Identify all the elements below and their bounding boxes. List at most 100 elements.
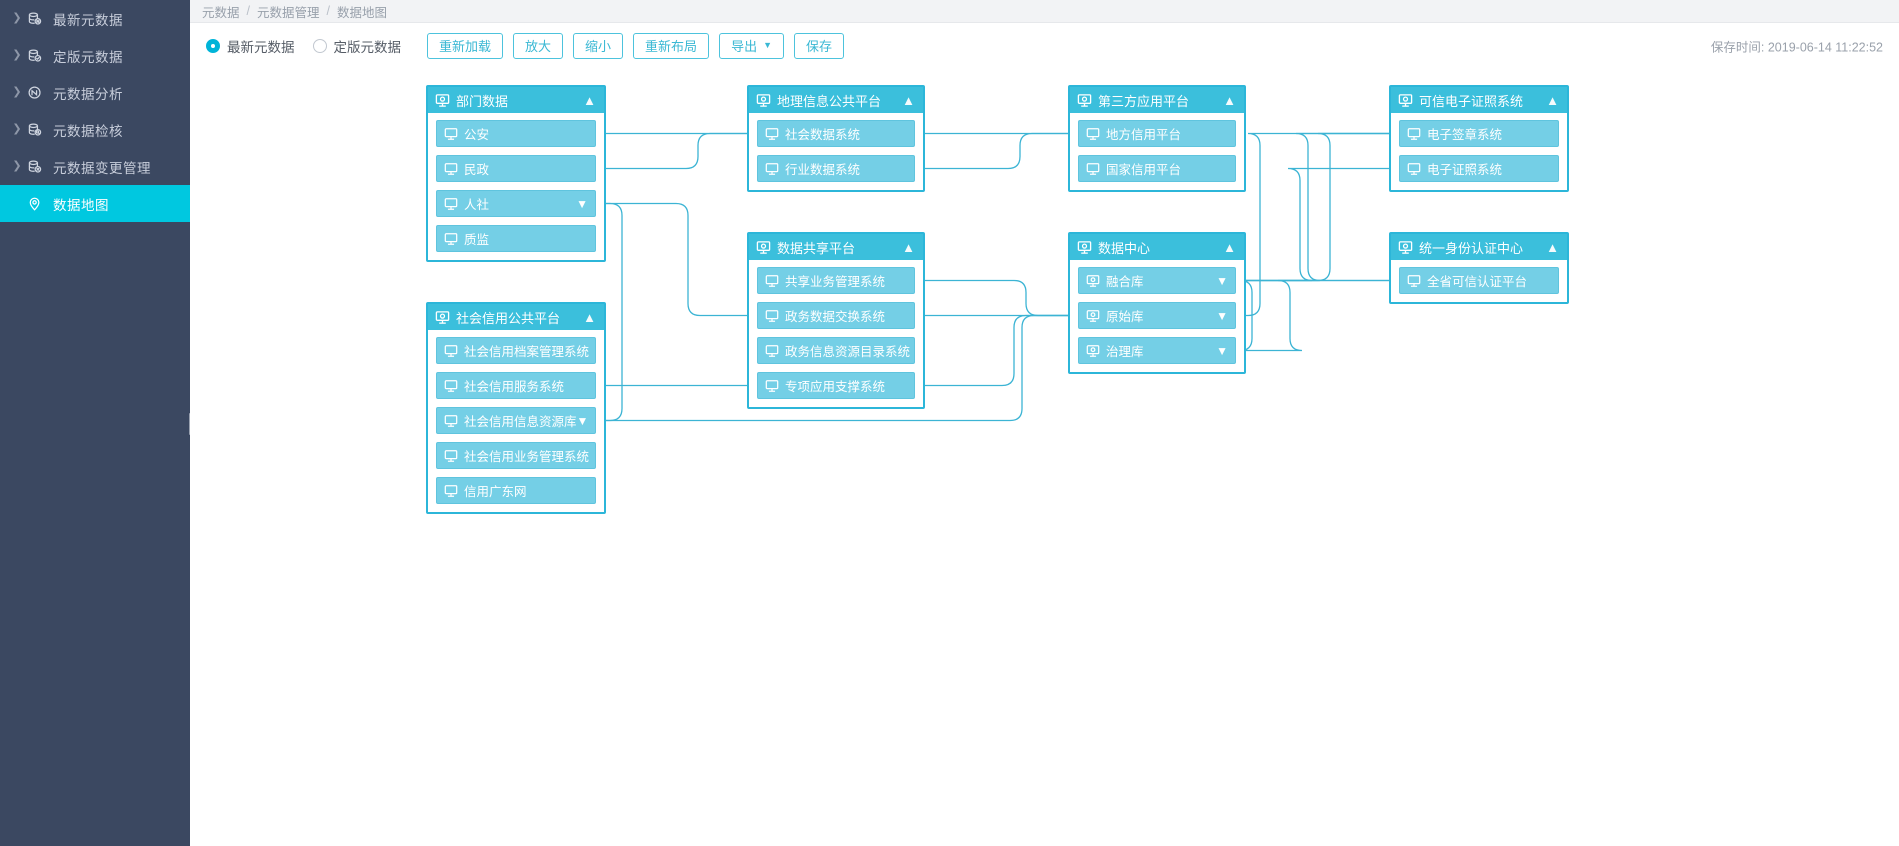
graph-node[interactable]: 电子证照系统 (1399, 155, 1559, 182)
graph-node[interactable]: 融合库▼ (1078, 267, 1236, 294)
graph-node[interactable]: 质监 (436, 225, 596, 252)
sidebar-item-1[interactable]: ❯ 最新元数据 (0, 0, 190, 37)
export-button[interactable]: 导出▼ (719, 32, 784, 59)
node-label: 国家信用平台 (1106, 163, 1182, 177)
chevron-down-icon[interactable]: ▼ (576, 413, 589, 428)
group-header[interactable]: 社会信用公共平台▲ (428, 304, 604, 330)
radio-released-metadata[interactable]: 定版元数据 (312, 36, 401, 56)
graph-group[interactable]: 社会信用公共平台▲ 社会信用档案管理系统社会信用服务系统社会信用信息资源库▼ 社会信… (426, 302, 606, 514)
zoom-in-button[interactable]: 放大 (513, 32, 564, 59)
graph-node[interactable]: 共享业务管理系统 (757, 267, 915, 294)
graph-node[interactable]: 信用广东网 (436, 477, 596, 504)
relayout-button[interactable]: 重新布局 (633, 32, 710, 59)
breadcrumb-item-1[interactable]: 元数据 (202, 5, 240, 20)
monitor-icon (765, 274, 779, 288)
graph-group[interactable]: 地理信息公共平台▲社会数据系统行业数据系统 (747, 85, 925, 192)
graph-node[interactable]: 公安 (436, 120, 596, 147)
group-header[interactable]: 数据共享平台▲ (749, 234, 923, 260)
monitor-gear-icon (756, 240, 771, 255)
group-title: 第三方应用平台 (1098, 93, 1190, 109)
node-label: 信用广东网 (464, 485, 527, 499)
graph-node[interactable]: 民政 (436, 155, 596, 182)
button-label: 缩小 (585, 39, 612, 54)
sidebar-item-3[interactable]: ❯元数据分析 (0, 74, 190, 111)
graph-node[interactable]: 社会数据系统 (757, 120, 915, 147)
monitor-icon (765, 379, 779, 393)
graph-node[interactable]: 社会信用档案管理系统 (436, 337, 596, 364)
monitor-icon (1407, 162, 1421, 176)
graph-node[interactable]: 国家信用平台 (1078, 155, 1236, 182)
graph-node[interactable]: 治理库▼ (1078, 337, 1236, 364)
sidebar-resize-handle[interactable] (186, 411, 190, 437)
group-header[interactable]: 地理信息公共平台▲ (749, 87, 923, 113)
zoom-out-button[interactable]: 缩小 (573, 32, 624, 59)
group-header[interactable]: 数据中心▲ (1070, 234, 1244, 260)
radio-latest-metadata[interactable]: 最新元数据 (206, 36, 295, 56)
metadata-version-radio-group[interactable]: 最新元数据定版元数据 (206, 36, 401, 56)
graph-node[interactable]: 社会信用信息资源库▼ (436, 407, 596, 434)
graph-node[interactable]: 政务信息资源目录系统 (757, 337, 915, 364)
graph-node[interactable]: 地方信用平台 (1078, 120, 1236, 147)
reload-button[interactable]: 重新加载 (427, 32, 504, 59)
breadcrumb-item-2[interactable]: 元数据管理 (257, 5, 320, 20)
chevron-up-icon[interactable]: ▲ (902, 239, 915, 255)
graph-node[interactable]: 电子签章系统 (1399, 120, 1559, 147)
chevron-up-icon[interactable]: ▲ (1546, 92, 1559, 108)
chevron-right-icon: ❯ (12, 12, 22, 24)
graph-node[interactable]: 原始库▼ (1078, 302, 1236, 329)
chevron-right-icon: ❯ (12, 49, 22, 61)
graph-canvas[interactable]: 部门数据 ▲ 公安民政人社▼ 质监社会信用公共平台▲ 社会信用档案管理系统社会信用服务系… (190, 68, 1899, 846)
graph-group[interactable]: 数据共享平台▲ 共享业务管理系统政务数据交换系统政务信息资源目录系统专项应用支撑系… (747, 232, 925, 409)
graph-group[interactable]: 数据中心▲ 融合库▼ 原始库▼ 治理库▼ (1068, 232, 1246, 374)
chevron-down-icon[interactable]: ▼ (576, 196, 588, 211)
chevron-up-icon[interactable]: ▲ (902, 92, 915, 108)
node-label: 社会数据系统 (785, 128, 861, 142)
group-body: 社会数据系统行业数据系统 (749, 113, 923, 190)
group-header[interactable]: 可信电子证照系统▲ (1391, 87, 1567, 113)
group-body: 公安民政人社▼ 质监 (428, 113, 604, 260)
monitor-icon (444, 127, 458, 141)
save-time-label: 保存时间: 2019-06-14 11:22:52 (1710, 40, 1883, 54)
save-button[interactable]: 保存 (794, 32, 845, 59)
chevron-up-icon[interactable]: ▲ (583, 92, 596, 108)
graph-node[interactable]: 社会信用服务系统 (436, 372, 596, 399)
graph-edge (915, 279, 1069, 317)
chevron-down-icon[interactable]: ▼ (1216, 273, 1228, 288)
graph-node[interactable]: 人社▼ (436, 190, 596, 217)
analysis-circle-icon (24, 86, 46, 100)
graph-edge (596, 132, 748, 170)
monitor-icon (765, 127, 779, 141)
graph-group[interactable]: 统一身份认证中心▲ 全省可信认证平台 (1389, 232, 1569, 304)
group-title: 部门数据 (456, 93, 509, 109)
chevron-up-icon[interactable]: ▲ (1546, 239, 1559, 255)
graph-node[interactable]: 专项应用支撑系统 (757, 372, 915, 399)
chevron-down-icon[interactable]: ▼ (1216, 343, 1228, 358)
sidebar-item-5[interactable]: ❯元数据变更管理 (0, 148, 190, 185)
sidebar-item-label: 最新元数据 (53, 12, 123, 28)
graph-group[interactable]: 部门数据 ▲ 公安民政人社▼ 质监 (426, 85, 606, 262)
monitor-icon (444, 162, 458, 176)
monitor-icon (1086, 127, 1100, 141)
graph-node[interactable]: 社会信用业务管理系统 (436, 442, 596, 469)
sidebar-item-4[interactable]: ❯元数据检核 (0, 111, 190, 148)
group-header[interactable]: 统一身份认证中心▲ (1391, 234, 1567, 260)
database-check-icon (24, 49, 46, 63)
monitor-icon (1086, 162, 1100, 176)
group-header[interactable]: 第三方应用平台 ▲ (1070, 87, 1244, 113)
chevron-down-icon[interactable]: ▼ (1216, 308, 1228, 323)
graph-group[interactable]: 可信电子证照系统▲ 电子签章系统电子证照系统 (1389, 85, 1569, 192)
graph-node[interactable]: 政务数据交换系统 (757, 302, 915, 329)
monitor-icon (765, 344, 779, 358)
sidebar-item-2[interactable]: ❯定版元数据 (0, 37, 190, 74)
group-header[interactable]: 部门数据 ▲ (428, 87, 604, 113)
graph-node[interactable]: 全省可信认证平台 (1399, 267, 1559, 294)
chevron-up-icon[interactable]: ▲ (1223, 92, 1236, 108)
radio-dot (206, 38, 220, 53)
graph-group[interactable]: 第三方应用平台 ▲ 地方信用平台国家信用平台 (1068, 85, 1246, 192)
node-label: 民政 (464, 163, 490, 177)
sidebar-item-6[interactable]: 数据地图 (0, 185, 190, 222)
chevron-up-icon[interactable]: ▲ (583, 309, 596, 325)
monitor-gear-icon (1398, 240, 1413, 255)
graph-node[interactable]: 行业数据系统 (757, 155, 915, 182)
chevron-up-icon[interactable]: ▲ (1223, 239, 1236, 255)
